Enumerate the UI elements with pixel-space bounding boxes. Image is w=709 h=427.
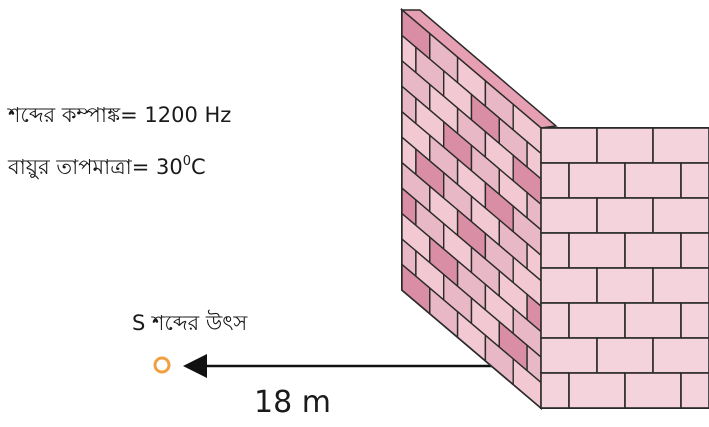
front-brick xyxy=(680,232,709,269)
wall-front-bricks xyxy=(540,127,709,409)
front-brick xyxy=(624,372,682,409)
front-brick xyxy=(540,127,598,164)
front-brick xyxy=(540,372,570,409)
front-brick xyxy=(596,267,654,304)
front-brick xyxy=(568,162,626,199)
sound-source-marker xyxy=(153,356,171,374)
brick-wall xyxy=(399,7,709,411)
front-brick xyxy=(652,197,709,234)
front-brick xyxy=(540,302,570,339)
front-brick xyxy=(596,197,654,234)
front-brick xyxy=(596,337,654,374)
temperature-unit: C xyxy=(191,155,206,179)
front-brick xyxy=(540,197,598,234)
front-brick xyxy=(540,162,570,199)
front-brick xyxy=(652,127,709,164)
temperature-degree: 0 xyxy=(183,154,191,169)
front-brick xyxy=(624,162,682,199)
front-brick xyxy=(540,267,598,304)
front-brick xyxy=(568,302,626,339)
front-brick xyxy=(568,232,626,269)
front-brick xyxy=(680,162,709,199)
front-brick xyxy=(540,232,570,269)
distance-arrow xyxy=(183,354,540,378)
temperature-value: বায়ুর তাপমাত্রা= 30 xyxy=(7,155,183,179)
source-label: S শব্দের উৎস xyxy=(132,310,248,335)
frequency-label: শব্দের কম্পাঙ্ক= 1200 Hz xyxy=(7,103,231,127)
front-brick xyxy=(680,372,709,409)
distance-label: 18 m xyxy=(254,385,331,420)
front-brick xyxy=(652,337,709,374)
front-brick xyxy=(568,372,626,409)
temperature-label: বায়ুর তাপমাত্রা= 300C xyxy=(7,154,206,179)
front-brick xyxy=(596,127,654,164)
front-brick xyxy=(680,302,709,339)
front-brick xyxy=(624,302,682,339)
wall-side-bricks xyxy=(401,8,542,410)
front-brick xyxy=(624,232,682,269)
front-brick xyxy=(652,267,709,304)
front-brick xyxy=(540,337,598,374)
